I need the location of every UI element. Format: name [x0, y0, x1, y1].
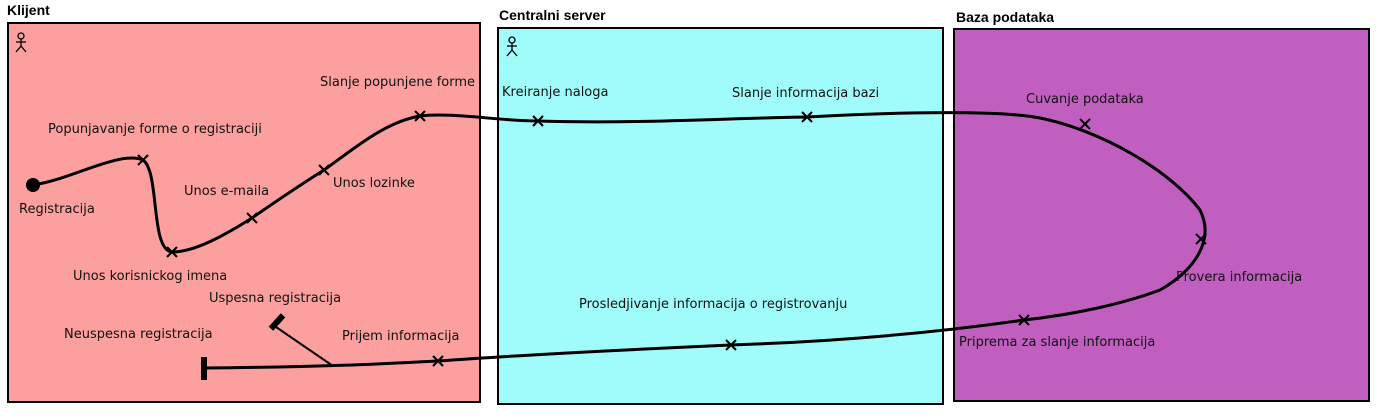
actor-icon — [506, 36, 518, 57]
label-uspesna: Uspesna registracija — [209, 291, 342, 306]
label-slanje-bazi: Slanje informacija bazi — [732, 86, 880, 101]
step-markers — [137, 110, 1207, 367]
x-marker-icon — [318, 164, 330, 176]
x-marker-icon — [801, 111, 813, 123]
label-slanje-forme: Slanje popunjene forme — [320, 75, 476, 90]
label-provera: Provera informacija — [1176, 270, 1303, 285]
x-marker-icon — [1018, 314, 1030, 326]
lane-title-centralni-server: Centralni server — [499, 7, 606, 23]
lane-title-klijent: Klijent — [7, 2, 50, 18]
lane-title-baza-podataka: Baza podataka — [956, 9, 1055, 25]
x-marker-icon — [246, 212, 258, 224]
label-popunjavanje: Popunjavanje forme o registraciji — [48, 122, 262, 137]
failure-tick-head — [268, 313, 286, 331]
x-marker-icon — [137, 154, 149, 166]
x-marker-icon — [166, 246, 178, 258]
end-bar-icon — [201, 357, 207, 380]
start-node-icon — [26, 178, 40, 192]
label-unos-email: Unos e-maila — [184, 184, 270, 199]
label-registracija: Registracija — [19, 202, 95, 217]
lane-klijent — [7, 22, 481, 403]
x-marker-icon — [725, 339, 737, 351]
x-marker-icon — [1079, 118, 1091, 130]
lane-centralni-server — [497, 27, 944, 405]
label-unos-korisnickog: Unos korisnickog imena — [73, 269, 228, 284]
x-marker-icon — [1195, 233, 1207, 245]
label-prijem: Prijem informacija — [342, 329, 460, 344]
failure-tick-icon — [275, 326, 334, 367]
x-marker-icon — [432, 355, 444, 367]
actor-icon — [15, 32, 27, 53]
x-marker-icon — [532, 115, 544, 127]
label-unos-lozinke: Unos lozinke — [333, 176, 415, 191]
x-marker-icon — [414, 110, 426, 122]
label-kreiranje: Kreiranje naloga — [502, 85, 609, 100]
label-priprema: Priprema za slanje informacija — [959, 335, 1156, 350]
flow-path — [31, 111, 1207, 370]
label-prosledjivanje: Prosledjivanje informacija o registrovan… — [579, 297, 848, 312]
label-neuspesna: Neuspesna registracija — [64, 327, 213, 342]
lane-baza-podataka — [953, 28, 1370, 402]
label-cuvanje: Cuvanje podataka — [1026, 92, 1144, 107]
